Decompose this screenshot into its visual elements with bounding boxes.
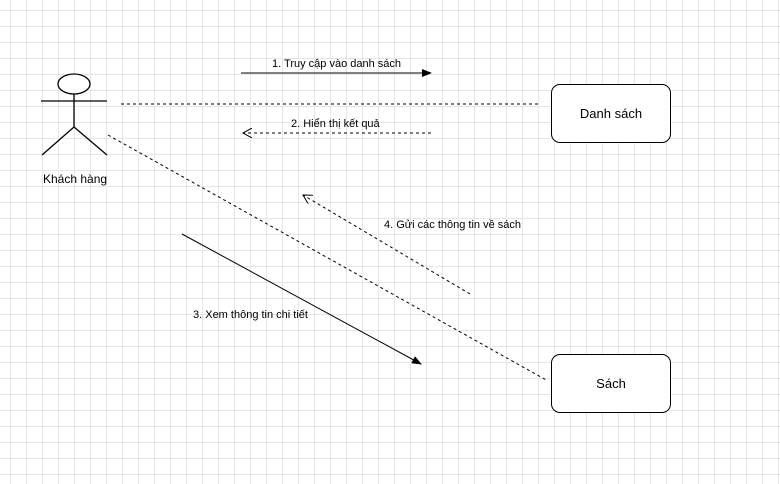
message-arrow-3[interactable] (181, 233, 422, 365)
node-danh-sach-label: Danh sách (579, 106, 643, 121)
message-arrow-4[interactable] (303, 195, 471, 295)
message-label-1: 1. Truy cập vào danh sách (272, 58, 402, 70)
node-sach-label: Sách (596, 376, 626, 391)
node-sach[interactable]: Sách (551, 354, 671, 413)
node-danh-sach[interactable]: Danh sách (551, 84, 671, 143)
actor-label: Khách hàng (43, 172, 108, 186)
actor-figure-icon[interactable] (41, 73, 108, 156)
link-actor-book[interactable] (107, 134, 549, 382)
message-label-4: 4. Gửi các thông tin về sách (384, 219, 521, 231)
message-label-3: 3. Xem thông tin chi tiết (193, 309, 308, 321)
message-label-2: 2. Hiển thị kết quả (291, 118, 380, 130)
